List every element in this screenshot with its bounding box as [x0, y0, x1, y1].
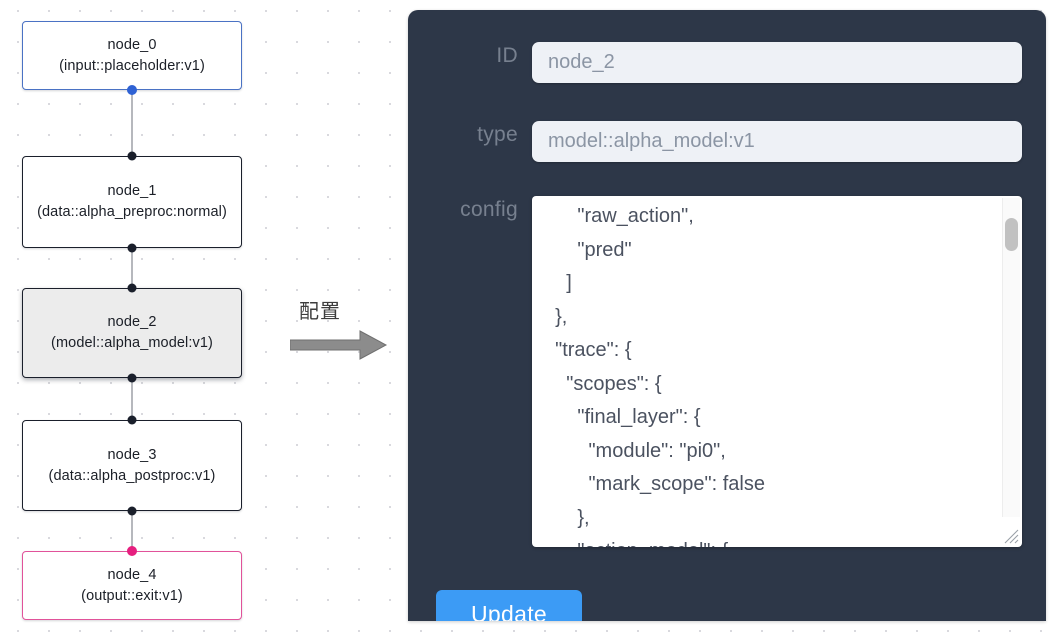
node-label: node_0(input::placeholder:v1) [59, 36, 205, 74]
graph-node-node_0[interactable]: node_0(input::placeholder:v1) [22, 21, 242, 90]
config-scrollbar-track[interactable] [1002, 198, 1020, 517]
node-config-panel: ID type config "raw_action", "pred" ] },… [408, 10, 1046, 621]
update-button[interactable]: Update [436, 590, 582, 621]
node-handle-target-node_1[interactable] [127, 151, 137, 161]
config-scrollbar-thumb[interactable] [1005, 218, 1018, 251]
edge-node2-node3 [131, 378, 133, 420]
right-arrow-icon [290, 330, 388, 360]
graph-node-node_1[interactable]: node_1(data::alpha_preproc:normal) [22, 156, 242, 248]
id-field-label: ID [496, 44, 518, 67]
edge-node0-node1 [131, 90, 133, 156]
resize-grip-icon[interactable] [1002, 527, 1020, 545]
configure-arrow-group: 配置 [290, 295, 400, 365]
node-handle-source-node_0[interactable] [127, 85, 137, 95]
edge-node3-node4 [131, 511, 133, 551]
graph-node-node_2[interactable]: node_2(model::alpha_model:v1) [22, 288, 242, 378]
id-input[interactable] [532, 42, 1022, 83]
node-handle-source-node_1[interactable] [127, 243, 137, 253]
node-label: node_1(data::alpha_preproc:normal) [37, 183, 227, 220]
node-label: node_2(model::alpha_model:v1) [51, 314, 213, 351]
node-handle-source-node_2[interactable] [127, 373, 137, 383]
node-handle-source-node_3[interactable] [127, 506, 137, 516]
graph-node-node_4[interactable]: node_4(output::exit:v1) [22, 551, 242, 620]
arrow-label: 配置 [299, 299, 341, 323]
edge-node1-node2 [131, 248, 133, 288]
node-label: node_4(output::exit:v1) [81, 566, 183, 604]
id-field-row: ID [408, 42, 1046, 83]
config-textarea[interactable]: "raw_action", "pred" ] }, "trace": { "sc… [532, 196, 1022, 547]
type-input[interactable] [532, 121, 1022, 162]
node-handle-target-node_4[interactable] [127, 546, 137, 556]
node-handle-target-node_2[interactable] [127, 283, 137, 293]
config-field-label: config [460, 198, 518, 221]
node-label: node_3(data::alpha_postproc:v1) [48, 446, 216, 484]
config-textarea-wrapper: "raw_action", "pred" ] }, "trace": { "sc… [532, 196, 1022, 547]
type-field-row: type [408, 121, 1046, 162]
type-field-label: type [477, 123, 518, 146]
config-field-row: config "raw_action", "pred" ] }, "trace"… [408, 196, 1046, 547]
graph-node-node_3[interactable]: node_3(data::alpha_postproc:v1) [22, 420, 242, 511]
node-handle-target-node_3[interactable] [127, 415, 137, 425]
